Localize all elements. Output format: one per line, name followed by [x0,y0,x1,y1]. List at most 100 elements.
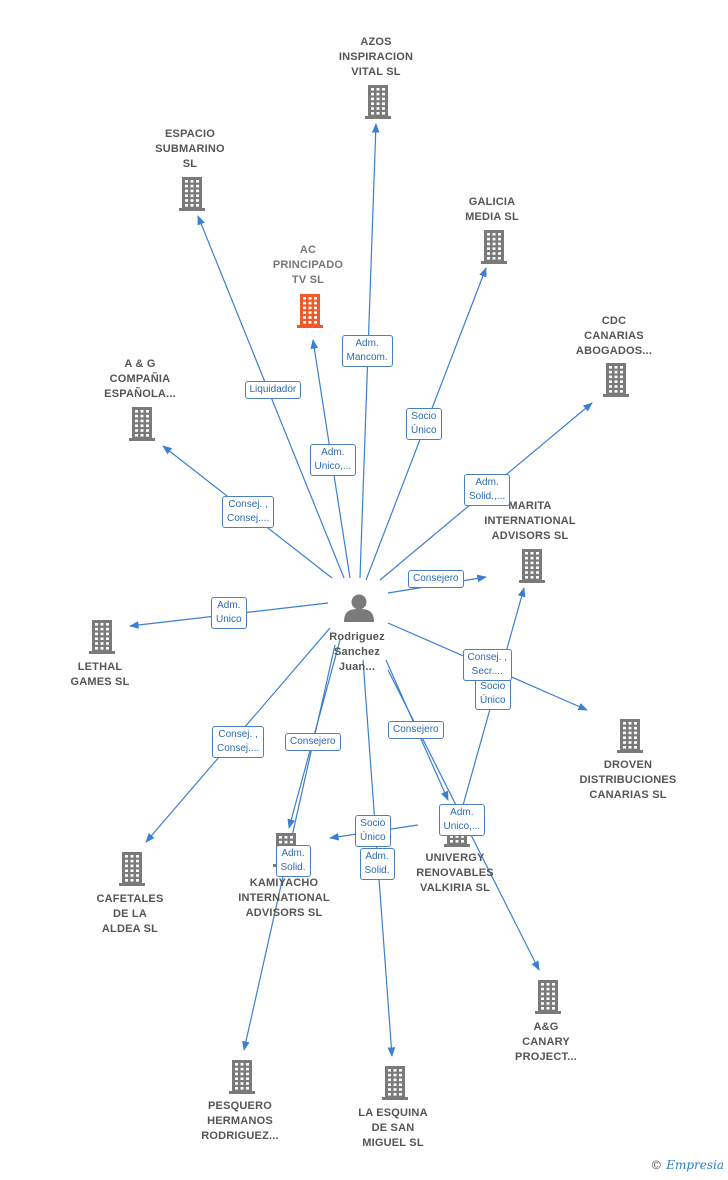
edge-label-line: Consej. , [467,652,507,663]
label-line: ALDEA SL [101,923,159,935]
brand-logo[interactable]: Empresia [666,1158,724,1172]
edge-label-agcanary[interactable]: Adm.Unico,... [438,804,486,836]
building-icon[interactable] [229,1060,255,1094]
label-line: INTERNATIONAL [238,892,330,904]
label-line: Juan... [338,661,376,673]
label-line: CANARIAS SL [589,789,667,801]
edge-label-line: Único [360,832,386,843]
label-line: DE SAN [371,1122,415,1134]
edge-label-cafetales[interactable]: Consej. ,Consej.... [212,726,265,758]
building-icon[interactable] [519,549,545,583]
company-marita-label[interactable]: MARITA INTERNATIONAL ADVISORS SL [465,499,595,544]
label-line: AC [299,244,317,256]
edge-label-univergy[interactable]: Consejero [388,721,444,739]
edge-label-line: Socio [480,681,506,692]
label-line: PESQUERO [208,1100,272,1112]
label-line: LETHAL [77,661,123,673]
building-icon[interactable] [129,407,155,441]
footer-brand: ©Empresia [650,1158,724,1172]
company-droven-label[interactable]: DROVEN DISTRIBUCIONES CANARIAS SL [563,758,693,803]
label-line: VITAL SL [351,66,401,78]
edge-label-kamiyacho[interactable]: Consejero [285,733,341,751]
building-icon[interactable] [603,363,629,397]
building-icon[interactable] [119,852,145,886]
building-icon[interactable] [481,230,507,264]
label-line: MARITA [508,500,552,512]
edge-label-line: Mancom. [346,352,388,363]
edge-label-espacio[interactable]: Liquidador [244,381,302,399]
edge-label-line: Solid. [280,862,306,873]
label-line: A&G [533,1021,559,1033]
building-icon[interactable] [89,620,115,654]
edge-label-azos[interactable]: Adm. Mancom. [341,335,393,367]
edge-label-line: Único [480,695,506,706]
building-icon[interactable] [535,980,561,1014]
edge-label-ag_comp[interactable]: Consej. ,Consej.... [222,496,275,528]
edge-label-line: Secr.... [471,666,503,677]
edge-label-line: Adm. [365,851,389,862]
person-icon[interactable] [344,594,374,623]
edge-label-line: Consejero [393,724,439,735]
edge-label-esquina[interactable]: Adm.Solid. [359,848,395,880]
label-line: CANARY [522,1036,570,1048]
label-line: ESPAÑOLA... [104,388,176,400]
label-line: Sanchez [333,646,381,658]
building-icon[interactable] [365,85,391,119]
label-line: SUBMARINO [155,143,225,155]
building-icon[interactable] [382,1066,408,1100]
label-line: RENOVABLES [416,867,494,879]
edge-label-ac[interactable]: Adm.Unico,... [309,444,357,476]
edge-label-line: Adm. [475,477,499,488]
label-line: INSPIRACION [338,51,414,63]
edge-label-line: Adm. [355,338,379,349]
label-line: A & G [124,358,156,370]
building-icon[interactable] [297,294,323,328]
label-line: INTERNATIONAL [484,515,576,527]
edge-label-line: Consej. , [228,499,268,510]
building-icon[interactable] [617,719,643,753]
building-icon[interactable] [179,177,205,211]
label-line: PRINCIPADO [272,259,344,271]
edge-label-lethal[interactable]: Adm.Unico [211,597,247,629]
edge-label-line: Unico,... [443,821,481,832]
edge-label-droven[interactable]: Consej. , Secr.... [462,649,512,681]
label-line: Rodriguez [329,631,385,643]
edge-label-marita[interactable]: Consejero [408,570,464,588]
edge-label-line: Consejero [290,736,336,747]
edge-label-line: Socio [360,818,386,829]
edge-label-line: Consejero [413,573,459,584]
label-line: ADVISORS SL [491,530,569,542]
label-line: CDC [601,315,627,327]
label-line: DISTRIBUCIONES [579,774,677,786]
edge-label-line: Solid.,... [469,491,506,502]
edge-label-cdc[interactable]: Adm. Solid.,... [464,474,511,506]
label-line: ADVISORS SL [245,907,323,919]
label-line: DROVEN [603,759,653,771]
label-line: VALKIRIA SL [419,882,491,894]
edge-label-line: Adm. [217,600,241,611]
label-line: MEDIA SL [465,211,519,223]
edge-label-pesquero[interactable]: Adm.Solid. [275,845,311,877]
edge-label-line: Único [411,425,437,436]
label-line: CAFETALES [96,893,164,905]
edge-label-line: Consej. , [218,729,258,740]
label-line: ESPACIO [164,128,216,140]
label-line: LA ESQUINA [358,1107,428,1119]
